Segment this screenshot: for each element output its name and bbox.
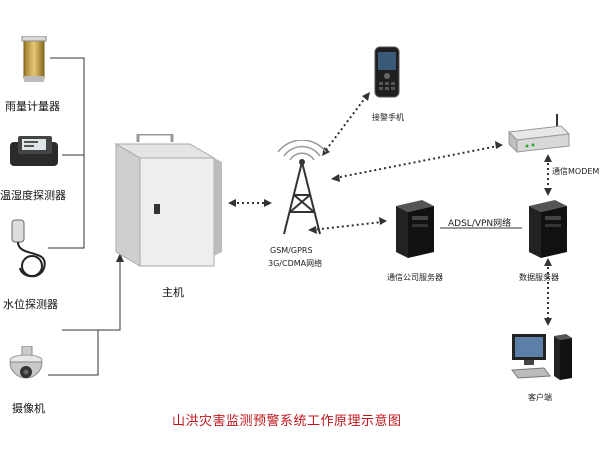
telecom-server-icon (396, 200, 434, 258)
sensor-label-camera: 摄像机 (12, 402, 45, 415)
arrow-head (544, 258, 552, 266)
water-level-probe-icon (11, 219, 46, 278)
host-cabinet-icon (114, 134, 222, 267)
thermo-hygrometer-icon (10, 136, 58, 166)
client-label: 客户端 (528, 393, 552, 402)
host-label: 主机 (162, 286, 184, 299)
client-pc-icon (511, 334, 572, 380)
sensor-label-rain: 雨量计量器 (5, 100, 60, 113)
phone-label: 接警手机 (372, 113, 404, 122)
dotted-link (325, 97, 366, 151)
arrow-head (544, 188, 552, 196)
arrow-head (228, 199, 236, 207)
arrow-head (544, 318, 552, 326)
mobile-phone-icon (374, 46, 400, 98)
cell-tower-icon (277, 140, 327, 235)
tower-label-2: 3G/CDMA网络 (268, 259, 323, 268)
rain-gauge-icon (21, 36, 47, 82)
dome-camera-icon (9, 346, 43, 379)
arrow-head (264, 199, 272, 207)
sensor-link-line (48, 155, 85, 249)
arrow-head (379, 217, 387, 225)
arrow-head (331, 174, 340, 182)
arrow-head (362, 92, 370, 101)
modem-label: 通信MODEM (552, 167, 600, 176)
data-server-label: 数据服务器 (519, 273, 559, 282)
sensor-label-water: 水位探测器 (3, 298, 58, 311)
arrow-head (495, 141, 503, 149)
sensor-link-line (48, 329, 99, 376)
data-server-icon (529, 200, 567, 258)
dotted-link (334, 145, 499, 179)
telecom-server-label: 通信公司服务器 (387, 273, 443, 282)
modem-icon (507, 114, 571, 154)
arrow-head (308, 226, 317, 234)
dotted-link (311, 221, 383, 231)
arrow-head (544, 154, 552, 162)
sensor-link-line (62, 258, 121, 331)
tower-label-1: GSM/GPRS (270, 246, 313, 255)
arrow-head (116, 253, 124, 262)
diagram-title: 山洪灾害监测预警系统工作原理示意图 (172, 414, 402, 429)
sensor-label-thermo: 温湿度探测器 (0, 189, 66, 202)
adsl-label: ADSL/VPN网络 (448, 219, 512, 229)
